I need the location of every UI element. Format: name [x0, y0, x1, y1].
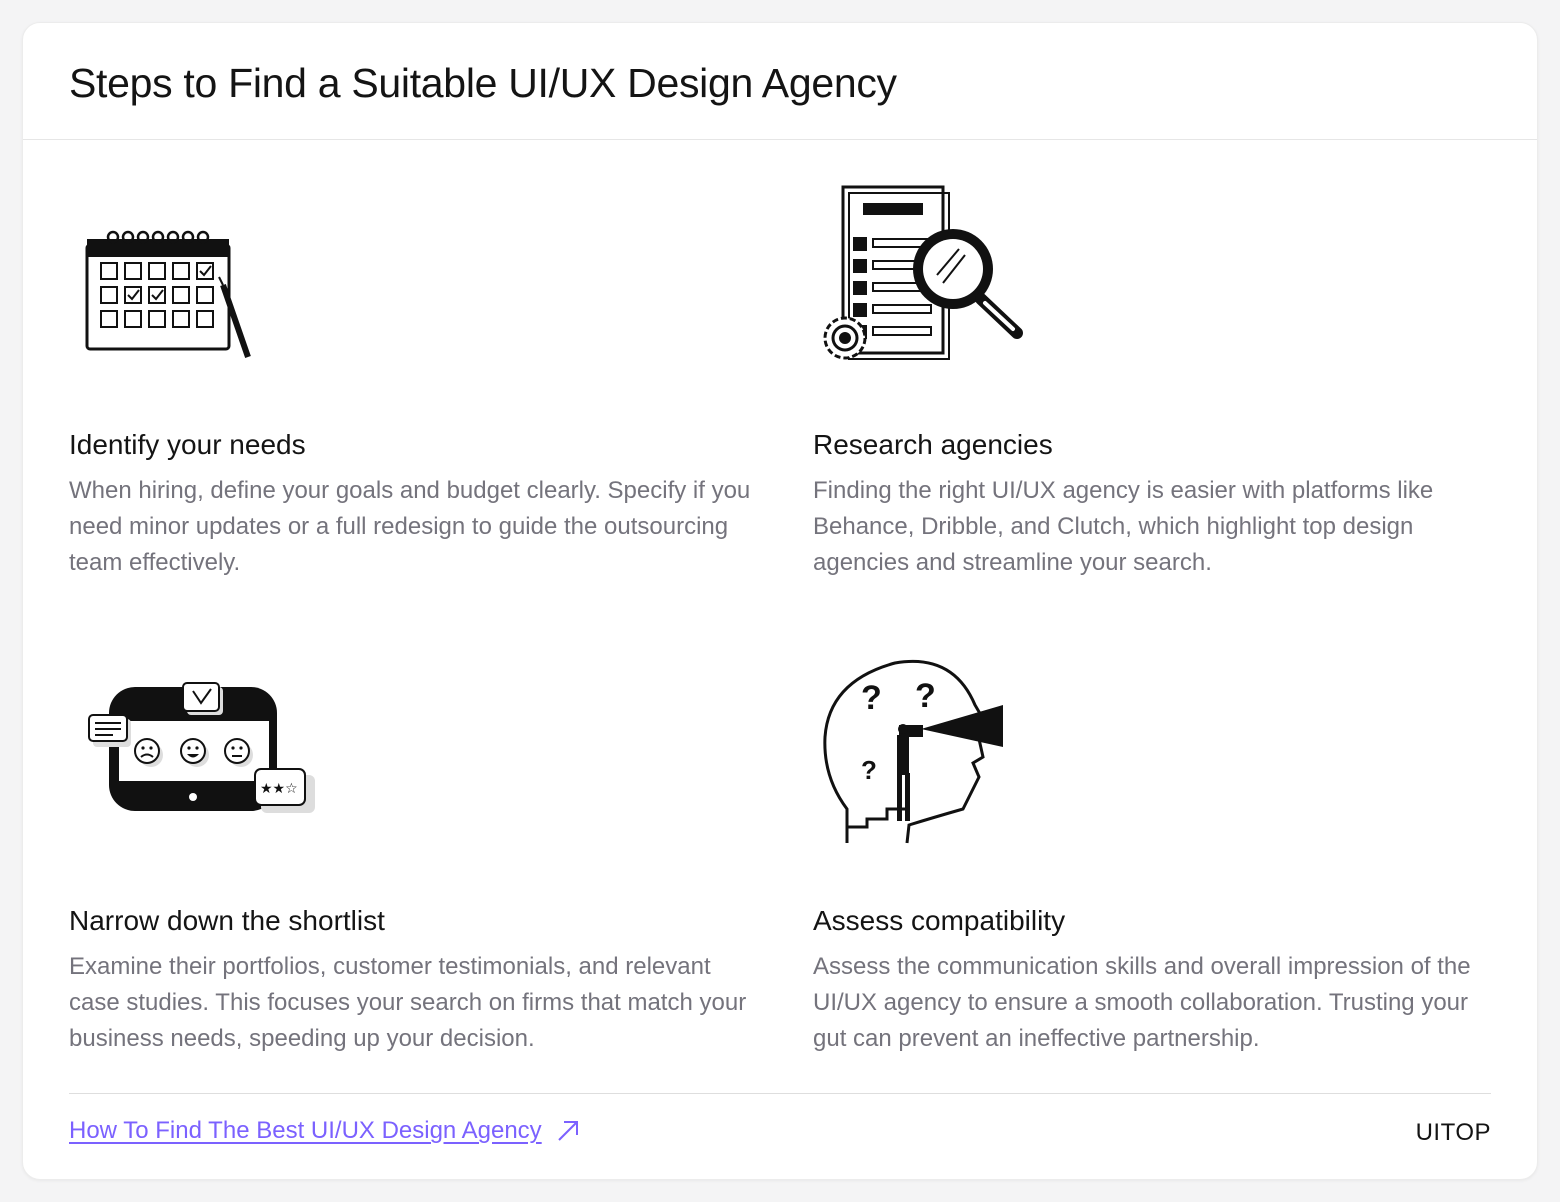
brand-logo: UITOP: [1415, 1119, 1491, 1146]
steps-card: Steps to Find a Suitable UI/UX Design Ag…: [22, 22, 1538, 1180]
svg-text:?: ?: [861, 679, 882, 717]
calendar-checklist-icon: [85, 230, 251, 358]
step-narrow-shortlist: ★★☆ Narrow down the shortlist Examine th…: [69, 659, 769, 1059]
step-description: Finding the right UI/UX agency is easier…: [813, 477, 1434, 576]
svg-text:?: ?: [915, 677, 936, 715]
article-link-label: How To Find The Best UI/UX Design Agency: [69, 1117, 542, 1144]
footer-divider: [69, 1093, 1491, 1094]
card-header: Steps to Find a Suitable UI/UX Design Ag…: [23, 23, 1537, 140]
step-description: When hiring, define your goals and budge…: [69, 477, 751, 576]
step-title: Assess compatibility: [813, 905, 1066, 936]
arrow-up-right-icon: [557, 1121, 578, 1141]
svg-text:★★☆: ★★☆: [260, 781, 298, 797]
step-title: Identify your needs: [69, 429, 306, 460]
step-identify-needs: Identify your needs When hiring, define …: [69, 183, 769, 583]
article-link[interactable]: How To Find The Best UI/UX Design Agency: [69, 1117, 580, 1145]
step-title: Narrow down the shortlist: [69, 905, 385, 936]
tablet-reviews-icon: ★★☆: [88, 682, 315, 813]
step-research-agencies: Research agencies Finding the right UI/U…: [813, 183, 1513, 583]
step-title: Research agencies: [813, 429, 1053, 460]
document-magnifier-icon: [823, 185, 1023, 360]
step-description: Examine their portfolios, customer testi…: [69, 953, 747, 1052]
card-title: Steps to Find a Suitable UI/UX Design Ag…: [69, 59, 897, 106]
step-assess-compatibility: ? ? ? Assess compatibility Assess the co…: [813, 659, 1513, 1059]
svg-text:?: ?: [861, 755, 877, 785]
head-telescope-icon: ? ? ?: [823, 659, 1003, 844]
step-description: Assess the communication skills and over…: [813, 953, 1471, 1052]
